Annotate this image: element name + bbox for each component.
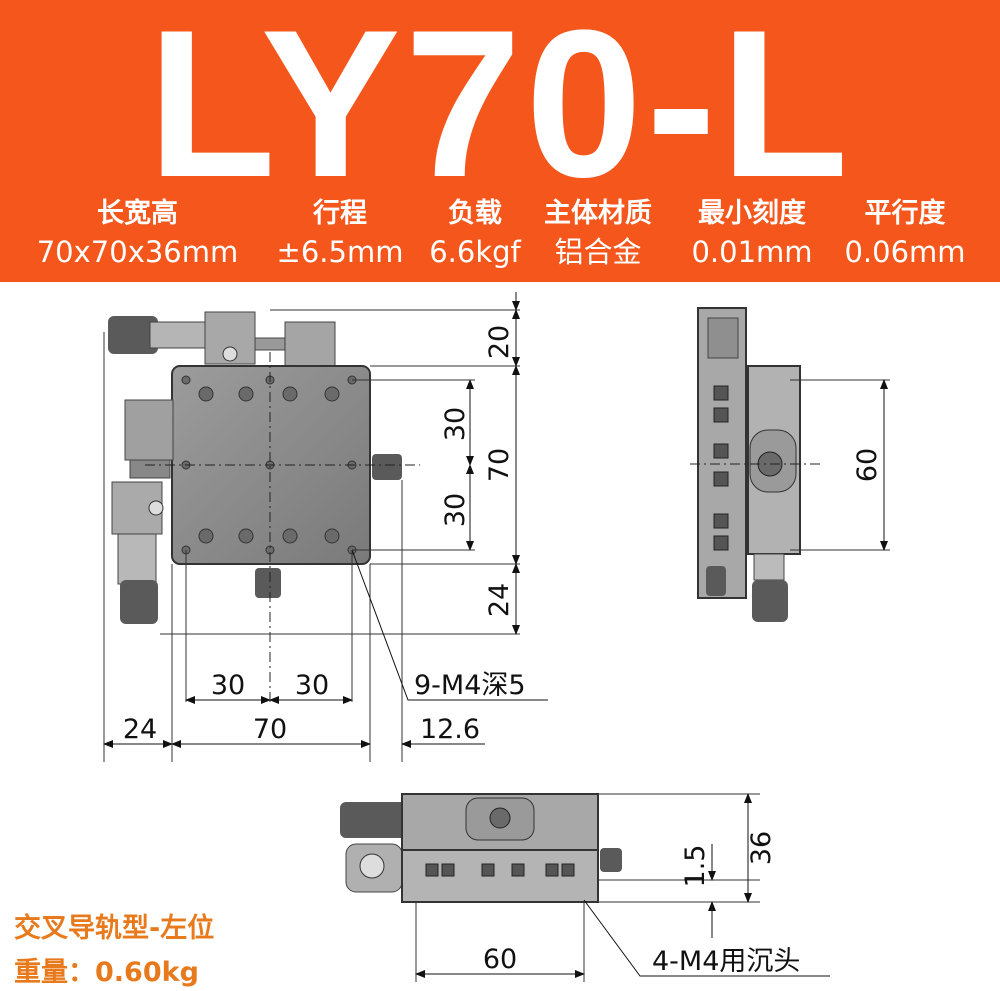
dim-bottom-24: 24 xyxy=(484,583,515,617)
dim-30-lower: 30 xyxy=(440,493,471,527)
spec-scale: 最小刻度 0.01mm xyxy=(672,196,832,272)
spec-value: 6.6kgf xyxy=(429,235,521,269)
technical-drawing: 20 30 30 70 24 30 30 24 70 12.6 9-M4深5 xyxy=(103,292,890,982)
spec-label: 主体材质 xyxy=(544,198,652,229)
dim-front-1-5: 1.5 xyxy=(680,845,711,888)
dim-front-60: 60 xyxy=(483,944,517,975)
dim-70-vertical: 70 xyxy=(484,448,515,482)
spec-material: 主体材质 铝合金 xyxy=(528,196,668,272)
spec-label: 负载 xyxy=(448,198,502,229)
header-banner: LY70-L 长宽高 70x70x36mm 行程 ±6.5mm 负载 6.6kg… xyxy=(0,0,1000,282)
spec-load: 负载 6.6kgf xyxy=(420,196,530,272)
model-title: LY70-L xyxy=(147,0,853,221)
dim-30-upper: 30 xyxy=(440,407,471,441)
dim-width-70: 70 xyxy=(253,714,287,745)
mounting-holes xyxy=(181,375,357,555)
dim-front-36: 36 xyxy=(746,831,777,865)
spec-value: 70x70x36mm xyxy=(36,235,239,269)
micrometer-knob-side xyxy=(120,580,158,624)
micrometer-knob xyxy=(108,316,158,354)
spec-value: 0.01mm xyxy=(691,235,813,269)
callout-holes: 9-M4深5 xyxy=(414,670,526,701)
spec-value: ±6.5mm xyxy=(276,235,404,269)
dim-30-right: 30 xyxy=(295,670,329,701)
spec-label: 最小刻度 xyxy=(698,198,806,229)
callout-mount: 4-M4用沉头 xyxy=(652,946,800,977)
dim-top-20: 20 xyxy=(484,325,515,359)
spec-label: 平行度 xyxy=(864,198,946,229)
spec-stroke: 行程 ±6.5mm xyxy=(260,196,420,272)
spec-value: 铝合金 xyxy=(554,235,642,269)
spec-label: 行程 xyxy=(313,198,367,229)
spec-label: 长宽高 xyxy=(97,198,178,229)
side-view: 60 xyxy=(690,307,890,622)
dim-side-60: 60 xyxy=(852,448,883,482)
dim-left-24: 24 xyxy=(123,714,157,745)
front-view: 36 1.5 60 4-M4用沉头 xyxy=(340,793,830,982)
spec-size: 长宽高 70x70x36mm xyxy=(20,196,255,272)
footer-type: 交叉导轨型-左位 xyxy=(14,913,215,944)
top-view: 20 30 30 70 24 30 30 24 70 12.6 9-M4深5 xyxy=(103,292,548,762)
dim-30-left: 30 xyxy=(211,670,245,701)
dim-right-12-6: 12.6 xyxy=(420,714,480,745)
footer-weight: 重量：0.60kg xyxy=(14,957,199,988)
spec-value: 0.06mm xyxy=(844,235,966,269)
spec-parallelism: 平行度 0.06mm xyxy=(830,196,980,272)
